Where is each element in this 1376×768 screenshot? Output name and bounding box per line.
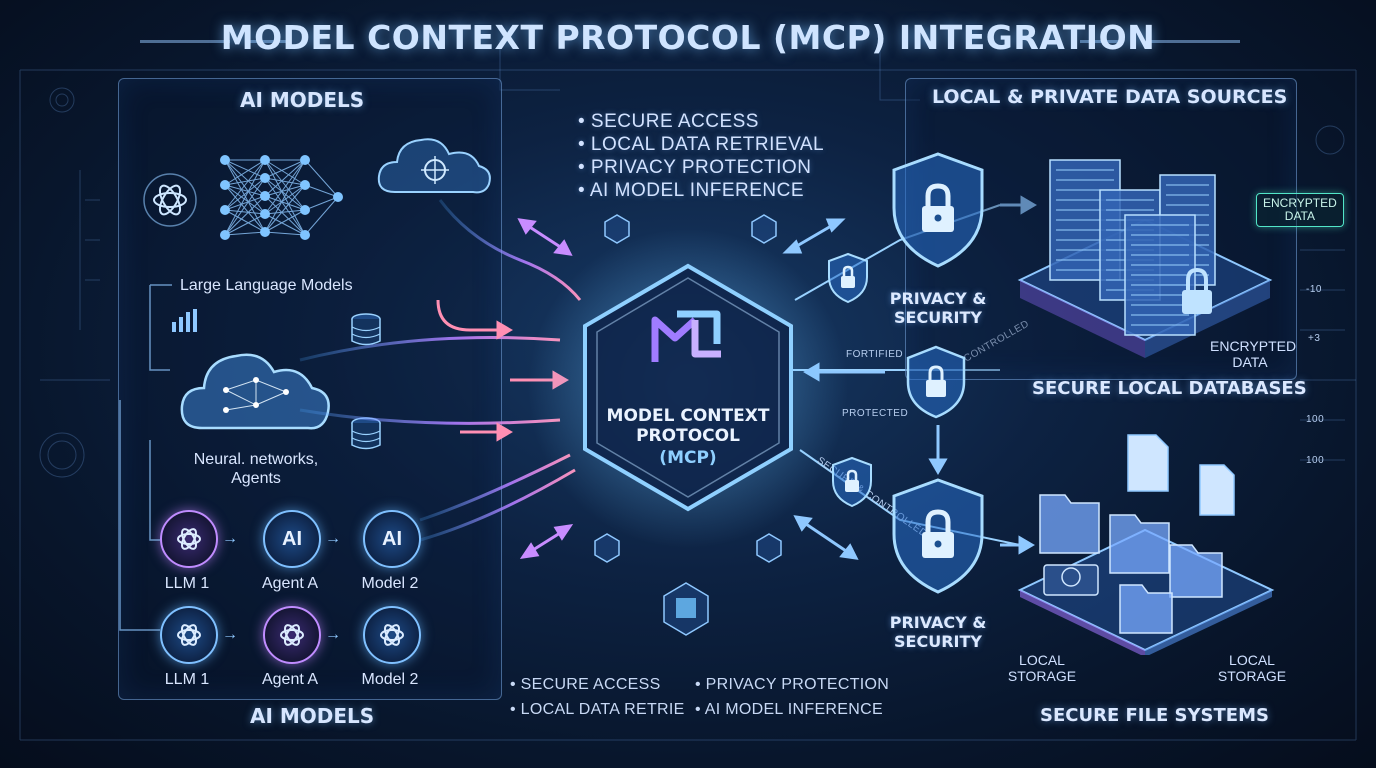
nn-node: [220, 230, 230, 240]
shield-lock-icon: [892, 478, 984, 594]
feature-item: • LOCAL DATA RETRIEVAL: [578, 134, 825, 155]
encrypted-data-label: ENCRYPTED DATA: [1210, 338, 1297, 370]
file-system-icon: [1017, 434, 1275, 655]
shield-lock-icon-small: [828, 252, 868, 304]
feature-item: • PRIVACY PROTECTION: [578, 157, 812, 178]
secure-databases-title: SECURE LOCAL DATABASES: [1032, 378, 1307, 399]
feature-item: • SECURE ACCESS: [510, 676, 661, 693]
nn-node: [220, 155, 230, 165]
feature-item: • AI MODEL INFERENCE: [695, 701, 883, 718]
shield-lock-icon: [892, 152, 984, 268]
neural-networks-label: Neural. networks, Agents: [193, 451, 319, 487]
shield-lock-icon-small: [832, 456, 872, 508]
model-label: Agent A: [261, 575, 319, 592]
features-bottom-right: • PRIVACY PROTECTION • AI MODEL INFERENCE: [695, 672, 889, 722]
openai-swirl-icon: [160, 510, 218, 568]
encrypted-data-badge: ENCRYPTED DATA: [1256, 193, 1344, 227]
local-storage-left: LOCAL STORAGE: [1007, 652, 1077, 684]
feature-item: • SECURE ACCESS: [578, 111, 759, 132]
privacy-security-label-top: PRIVACY & SECURITY: [889, 289, 987, 327]
scale-tick: 100: [1306, 414, 1325, 425]
model-label: Model 2: [361, 671, 419, 688]
channel-label-protected: PROTECTED: [842, 408, 909, 419]
feature-item: • PRIVACY PROTECTION: [695, 676, 890, 693]
neural-cloud-icon: [180, 353, 330, 430]
arrow-right-icon: →: [222, 626, 238, 643]
nn-node: [300, 205, 310, 215]
scale-tick: 100: [1306, 455, 1325, 466]
privacy-security-label-bottom: PRIVACY & SECURITY: [889, 613, 987, 651]
nn-node: [260, 155, 270, 165]
features-bottom-left: • SECURE ACCESS • LOCAL DATA RETRIE: [510, 672, 685, 722]
mcp-hub-subtitle: (MCP): [659, 448, 717, 468]
nn-node: [333, 192, 343, 202]
nn-node: [300, 180, 310, 190]
feature-item: • LOCAL DATA RETRIE: [510, 701, 685, 718]
openai-swirl-icon: [143, 173, 197, 227]
feature-item: • AI MODEL INFERENCE: [578, 180, 805, 201]
model-label: Model 2: [361, 575, 419, 592]
ai-models-title-bottom: AI MODELS: [250, 704, 375, 728]
model-label: LLM 1: [164, 671, 210, 688]
mcp-hub: [583, 263, 793, 512]
page-title: MODEL CONTEXT PROTOCOL (MCP) INTEGRATION: [220, 18, 1156, 57]
shield-lock-icon-mid: [906, 345, 966, 419]
database-icon: [351, 313, 381, 346]
model-label: LLM 1: [164, 575, 210, 592]
scale-tick: +3: [1308, 333, 1321, 344]
local-storage-right: LOCAL STORAGE: [1217, 652, 1287, 684]
neural-brain-icon: [160, 606, 218, 664]
ai-models-title-top: AI MODELS: [240, 88, 365, 112]
channel-label-fortified: FORTIFIED: [846, 349, 904, 360]
nn-node: [260, 227, 270, 237]
arrow-right-icon: →: [222, 530, 238, 547]
model-row-2: LLM 1 → Agent A → Model 2: [160, 606, 460, 696]
nn-node: [260, 173, 270, 183]
nn-node: [300, 230, 310, 240]
neural-network-icon: [220, 155, 343, 240]
nn-node: [300, 155, 310, 165]
llm-label: Large Language Models: [180, 277, 353, 294]
data-sources-title: LOCAL & PRIVATE DATA SOURCES: [932, 86, 1288, 108]
nn-node: [260, 209, 270, 219]
mcp-logo-icon: [651, 310, 721, 362]
model-label: Agent A: [261, 671, 319, 688]
bar-chart-icon: [172, 309, 197, 332]
nn-node: [220, 205, 230, 215]
arrow-right-icon: →: [325, 530, 341, 547]
robot-icon: [263, 606, 321, 664]
server-racks-icon: [1017, 159, 1273, 358]
ai-chip-icon: AI: [263, 510, 321, 568]
nn-node: [260, 191, 270, 201]
secure-file-systems-title: SECURE FILE SYSTEMS: [1040, 705, 1269, 726]
mcp-hub-title: MODEL CONTEXT PROTOCOL: [606, 406, 770, 446]
scale-tick: -10: [1306, 284, 1322, 295]
atom-icon: [363, 606, 421, 664]
cloud-icon: [377, 138, 491, 194]
features-top-list: • SECURE ACCESS• LOCAL DATA RETRIEVAL• P…: [578, 110, 824, 202]
nn-node: [220, 180, 230, 190]
arrow-right-icon: →: [325, 626, 341, 643]
